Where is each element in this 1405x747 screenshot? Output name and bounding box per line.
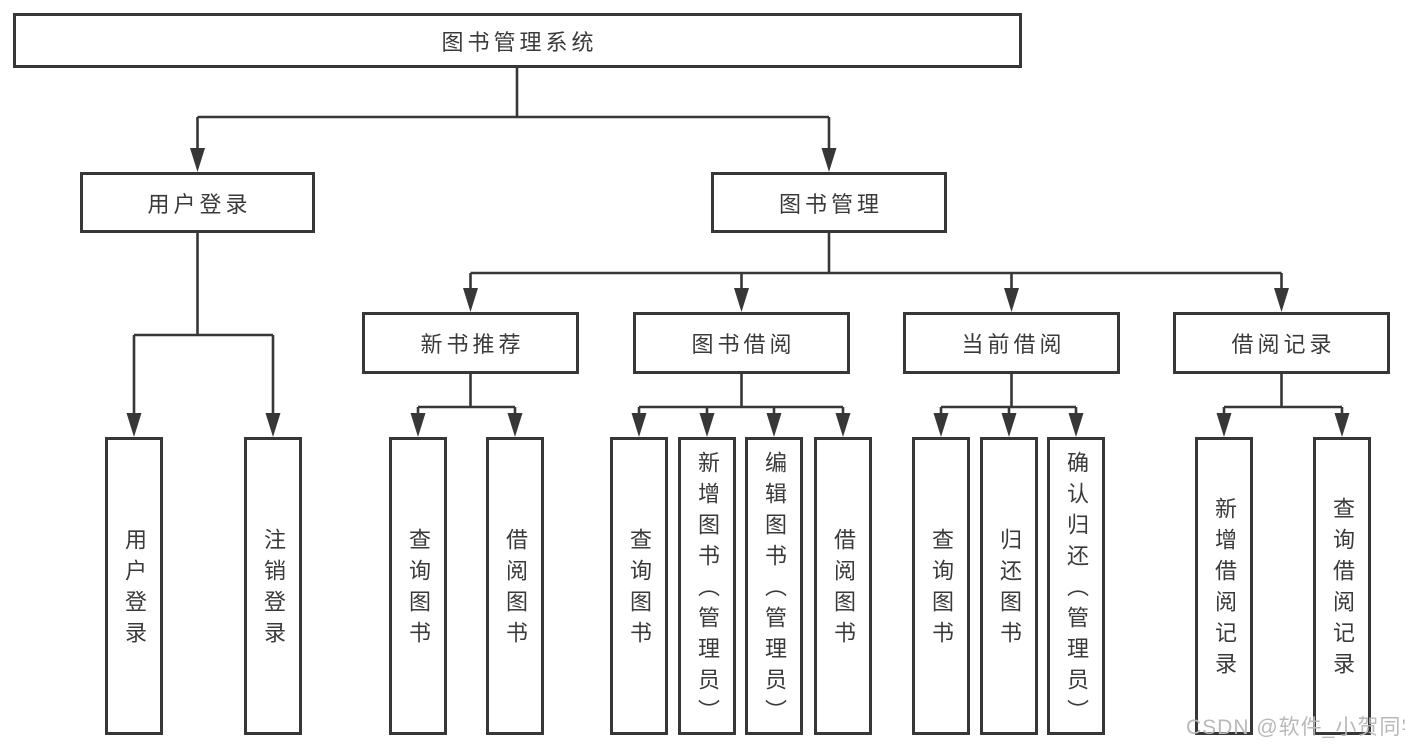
node-label: 查询图书 — [929, 528, 954, 652]
node-book-borrowing: 图书借阅 — [633, 312, 850, 374]
arrow-down-icon — [835, 413, 851, 437]
node-label: 编辑图书（管理员） — [762, 450, 787, 730]
node-label: 图书管理系统 — [441, 29, 598, 55]
watermark: CSDN @软件_小贺同学 — [1186, 716, 1405, 739]
node-library-management-system: 图书管理系统 — [13, 13, 1022, 68]
arrow-down-icon — [507, 413, 523, 437]
node-label: 确认归还（管理员） — [1064, 450, 1089, 730]
node-book-management: 图书管理 — [711, 172, 947, 233]
node-label: 用户登录 — [147, 191, 252, 217]
node-label: 新书推荐 — [420, 332, 525, 357]
node-label: 借阅图书 — [831, 528, 856, 652]
arrow-down-icon — [1004, 288, 1019, 312]
connector-path — [132, 67, 1344, 416]
leaf-borrow-books: 借阅图书 — [814, 437, 872, 735]
arrow-down-icon — [126, 413, 142, 437]
node-label: 当前借阅 — [961, 332, 1066, 357]
node-label: 查询借阅记录 — [1330, 497, 1355, 683]
node-new-book-recommend: 新书推荐 — [362, 312, 579, 374]
node-label: 新增图书（管理员） — [695, 450, 720, 730]
node-label: 查询图书 — [627, 528, 652, 652]
arrow-down-icon — [734, 288, 749, 312]
leaf-query-books-current: 查询图书 — [912, 437, 970, 735]
leaf-query-books-borrowing: 查询图书 — [610, 437, 668, 735]
arrow-down-icon — [1068, 413, 1084, 437]
leaf-return-books: 归还图书 — [980, 437, 1038, 735]
arrow-down-icon — [1216, 413, 1232, 437]
leaf-edit-books-admin: 编辑图书（管理员） — [745, 437, 803, 735]
node-label: 用户登录 — [122, 528, 147, 652]
leaf-user-login: 用户登录 — [105, 437, 163, 735]
node-label: 图书管理 — [778, 191, 883, 217]
leaf-confirm-return-admin: 确认归还（管理员） — [1047, 437, 1105, 735]
arrow-down-icon — [821, 148, 837, 172]
arrow-down-icon — [766, 413, 782, 437]
leaf-query-borrow-record: 查询借阅记录 — [1313, 437, 1371, 735]
node-label: 注销登录 — [261, 528, 286, 652]
node-label: 图书借阅 — [691, 332, 796, 357]
node-label: 归还图书 — [997, 528, 1022, 652]
leaf-add-borrow-record: 新增借阅记录 — [1195, 437, 1253, 735]
node-user-login: 用户登录 — [80, 172, 315, 233]
leaf-add-books-admin: 新增图书（管理员） — [678, 437, 736, 735]
node-current-borrowing: 当前借阅 — [903, 312, 1120, 374]
arrow-down-icon — [190, 148, 205, 172]
arrow-down-icon — [1274, 288, 1289, 312]
node-label: 借阅记录 — [1231, 332, 1336, 357]
arrowheads-group — [126, 148, 1350, 437]
arrow-down-icon — [699, 413, 715, 437]
arrow-down-icon — [410, 413, 426, 437]
arrow-down-icon — [631, 413, 647, 437]
node-label: 借阅图书 — [503, 528, 528, 652]
arrow-down-icon — [463, 288, 478, 312]
node-borrow-records: 借阅记录 — [1173, 312, 1390, 374]
arrow-down-icon — [1334, 413, 1350, 437]
arrow-down-icon — [1001, 413, 1017, 437]
node-label: 查询图书 — [406, 528, 431, 652]
node-label: 新增借阅记录 — [1212, 497, 1237, 683]
leaf-query-books-recommend: 查询图书 — [389, 437, 447, 735]
leaf-logout: 注销登录 — [244, 437, 302, 735]
leaf-borrow-books-recommend: 借阅图书 — [486, 437, 544, 735]
arrow-down-icon — [933, 413, 949, 437]
arrow-down-icon — [265, 413, 281, 437]
